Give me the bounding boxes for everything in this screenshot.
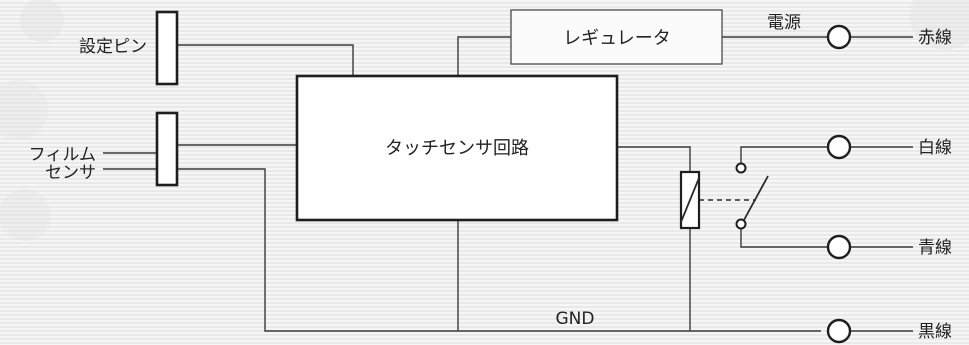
film-sensor-label-line1: フィルム	[29, 145, 96, 165]
wire-switch-to-white	[740, 146, 827, 163]
wire-circuit-to-relay	[617, 146, 691, 172]
background-decoration	[0, 0, 969, 241]
terminal-blue	[826, 234, 852, 260]
film-sensor-block	[155, 111, 179, 187]
regulator-block	[510, 9, 723, 65]
terminal-black	[826, 318, 852, 344]
touch-sensor-label: タッチセンサ回路	[385, 138, 529, 159]
gnd-label: GND	[556, 309, 595, 329]
red-wire-label: 赤線	[918, 28, 952, 48]
relay-switch	[699, 162, 769, 230]
power-label: 電源	[767, 13, 801, 33]
film-sensor-label-line2: センサ	[45, 163, 96, 183]
wires	[103, 36, 913, 332]
white-wire-label: 白線	[918, 138, 952, 158]
wire-setting-pin	[177, 44, 354, 76]
terminal-white	[826, 134, 852, 160]
black-wire-label: 黒線	[918, 322, 952, 342]
relay-coil	[679, 170, 701, 230]
terminal-red	[826, 24, 852, 50]
wire-circuit-to-regulator	[457, 36, 511, 76]
blue-wire-label: 青線	[918, 238, 952, 258]
wire-switch-to-blue	[740, 229, 827, 248]
touch-sensor-circuit-block	[295, 74, 619, 222]
wire-film-to-gnd	[177, 168, 821, 332]
setting-pin-label: 設定ピン	[79, 37, 147, 57]
setting-pin-block	[155, 10, 179, 86]
regulator-label: レギュレータ	[563, 28, 671, 49]
